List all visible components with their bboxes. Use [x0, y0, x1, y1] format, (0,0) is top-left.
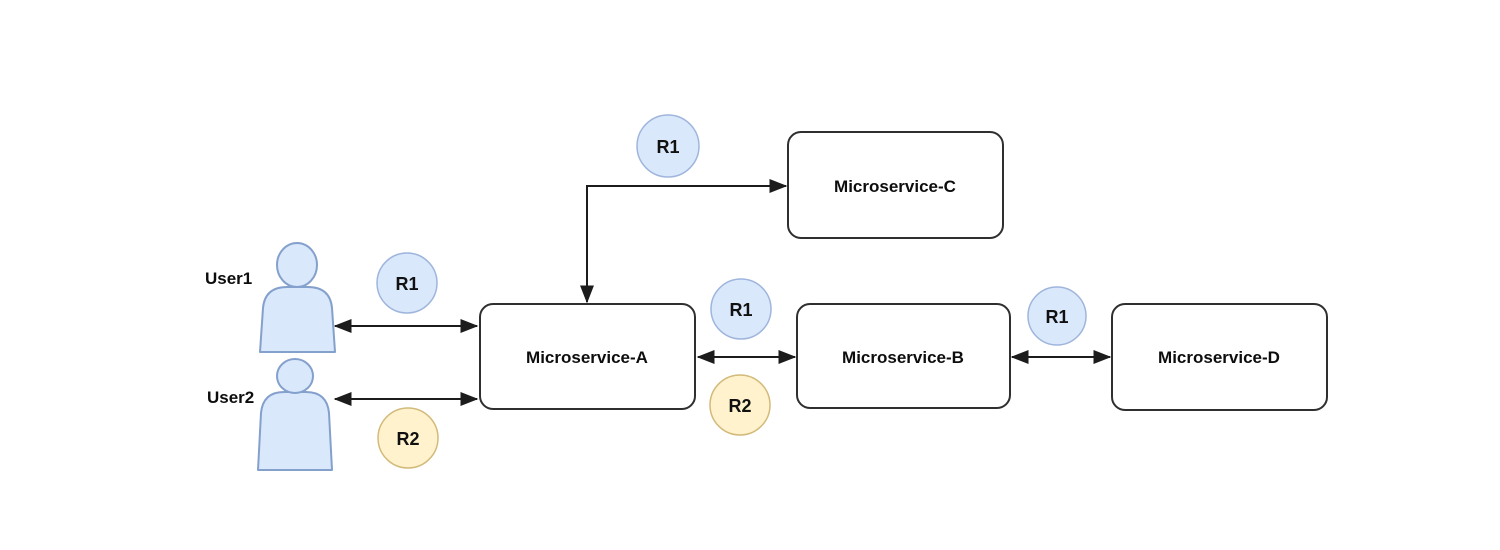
- badge-r1-b-d: R1: [1027, 286, 1087, 346]
- badge-label: R2: [396, 429, 419, 449]
- badge-label: R1: [395, 274, 418, 294]
- node-microservice-c: Microservice-C: [787, 131, 1004, 239]
- node-microservice-d-label: Microservice-D: [1158, 348, 1280, 367]
- badge-r2-a-b: R2: [709, 374, 771, 436]
- badge-label: R1: [729, 300, 752, 320]
- actor-user2: User2: [207, 358, 333, 471]
- actor-user1-label: User1: [205, 269, 252, 288]
- node-microservice-d: Microservice-D: [1111, 303, 1328, 411]
- badge-label: R1: [1045, 307, 1068, 327]
- badge-label: R1: [656, 137, 679, 157]
- node-microservice-b: Microservice-B: [796, 303, 1011, 409]
- node-microservice-a-label: Microservice-A: [526, 348, 648, 367]
- edge-microservice-a-microservice-c: [580, 179, 788, 304]
- actor-user2-label: User2: [207, 388, 254, 407]
- badge-r1-user1-a: R1: [376, 252, 438, 314]
- badge-r2-user2-a: R2: [377, 407, 439, 469]
- badge-r1-a-c: R1: [636, 114, 700, 178]
- node-microservice-a: Microservice-A: [479, 303, 696, 410]
- badge-label: R2: [728, 396, 751, 416]
- node-microservice-b-label: Microservice-B: [842, 348, 964, 367]
- actor-user1: User1: [205, 242, 336, 353]
- user-icon: [257, 358, 333, 471]
- node-microservice-c-label: Microservice-C: [834, 177, 956, 196]
- badge-r1-a-b: R1: [710, 278, 772, 340]
- user-icon: [259, 242, 336, 353]
